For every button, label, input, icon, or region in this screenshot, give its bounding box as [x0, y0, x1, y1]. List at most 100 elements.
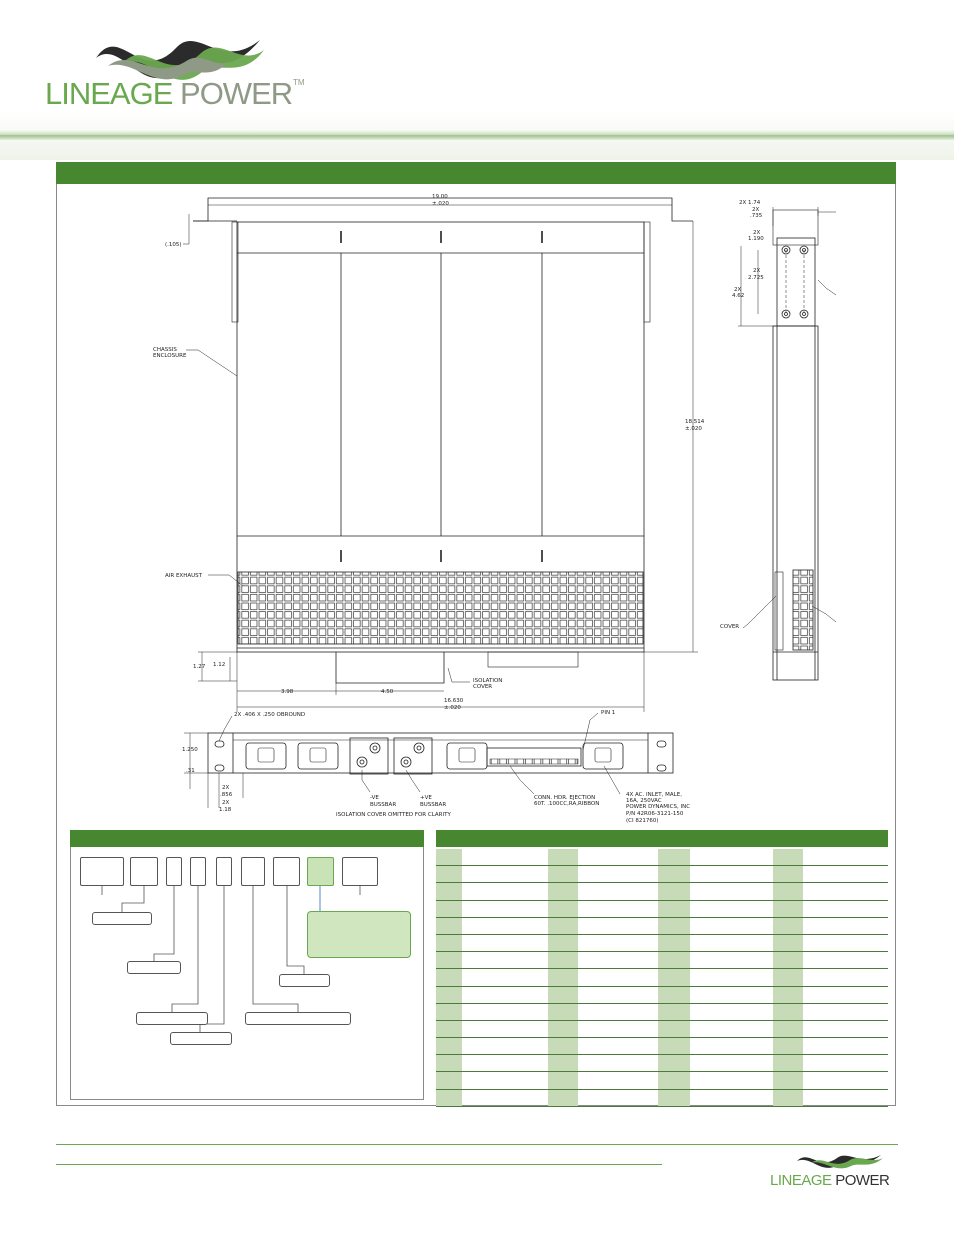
pin-function-cell [690, 849, 773, 867]
pin-number-cell [658, 1020, 690, 1039]
brand-trademark: TM [293, 78, 305, 87]
pn-callout [307, 911, 411, 958]
label-chassis: CHASSIS [153, 347, 177, 353]
pin-number-cell [773, 951, 803, 970]
pin-function-cell [690, 1003, 773, 1021]
pin-function-cell [803, 968, 888, 987]
pin-function-cell [690, 882, 773, 901]
pn-field-7 [273, 857, 300, 886]
pin-function-cell [462, 1003, 548, 1021]
pin-number-cell [773, 917, 803, 935]
pin-function-cell [803, 917, 888, 935]
pin-function-cell [690, 934, 773, 953]
dim-side-1190: 1.190 [748, 236, 764, 242]
pin-number-cell [773, 968, 803, 987]
obround-hole-top [214, 740, 225, 748]
dim-overall-width-tol: ±.020 [432, 201, 449, 207]
dim-2x-118: 2X [222, 800, 229, 806]
pin-function-cell [803, 865, 888, 884]
pin-function-cell [462, 900, 548, 918]
pin-number-cell [773, 1020, 803, 1039]
pin-function-cell [578, 1037, 658, 1056]
obround-hole-bottom [214, 764, 225, 772]
header-rule [0, 130, 954, 140]
label-isolation-omitted: ISOLATION COVER OMITTED FOR CLARITY [336, 812, 451, 818]
footer-brand-part2: POWER [835, 1172, 890, 1189]
pin-function-cell [462, 1037, 548, 1056]
pin-function-cell [690, 1020, 773, 1039]
pin-table-title-bar [436, 830, 888, 847]
footer-brand-part1: LINEAGE [770, 1172, 832, 1189]
table-row [436, 986, 888, 1004]
pin-number-cell [773, 1089, 803, 1107]
pin-function-cell [690, 865, 773, 884]
label-ac-inlet: 4X AC. INLET, MALE, [626, 792, 682, 798]
pin-function-cell [462, 917, 548, 935]
left-ear-flange [231, 221, 239, 323]
dim-side-2x-a: 2X [752, 207, 759, 213]
dim-2x-856: 2X [222, 785, 229, 791]
dim-side-2x-b: 2X [753, 230, 760, 236]
pn-field-2 [130, 857, 158, 886]
pin-table-grid [436, 849, 888, 1107]
pin-number-cell [773, 1054, 803, 1073]
pin-number-cell [436, 900, 462, 918]
pin-number-cell [548, 1089, 578, 1107]
dim-856: .856 [220, 792, 233, 798]
label-pos-bussbar: BUSSBAR [420, 802, 446, 808]
pin-function-cell [578, 1003, 658, 1021]
pin-function-cell [462, 934, 548, 953]
front-panel-outline [207, 732, 674, 774]
ribbon-connector [486, 747, 582, 767]
brand-name: LINEAGE POWER [45, 76, 293, 112]
side-view-grille [792, 569, 814, 651]
pin-number-cell [436, 1054, 462, 1073]
pin-function-cell [803, 1071, 888, 1090]
pin-function-cell [462, 986, 548, 1004]
pin-function-cell [578, 849, 658, 867]
pin-number-cell [548, 882, 578, 901]
pin-number-cell [548, 986, 578, 1004]
label-obround: 2X .406 X .250 OBROUND [234, 712, 305, 718]
pin-number-cell [773, 865, 803, 884]
pin-number-cell [658, 1003, 690, 1021]
chassis-enclosure [236, 221, 645, 653]
pin-function-cell [578, 986, 658, 1004]
label-ac-rating: 16A, 250VAC [626, 798, 662, 804]
pin-function-cell [690, 1071, 773, 1090]
pin-number-cell [436, 986, 462, 1004]
pin-function-cell [462, 882, 548, 901]
pin-number-cell [548, 1071, 578, 1090]
pin-function-cell [690, 1089, 773, 1107]
pin-number-cell [658, 1089, 690, 1107]
table-row [436, 968, 888, 987]
table-row [436, 900, 888, 918]
table-row [436, 849, 888, 867]
pin-assignment-table [436, 830, 888, 1107]
dim-side-462: 4.62 [732, 293, 744, 299]
pin-number-cell [658, 951, 690, 970]
pin-function-cell [690, 951, 773, 970]
air-exhaust-grille [237, 571, 644, 645]
dim-1-250: 1.250 [182, 747, 198, 753]
dim-3-98: 3.98 [281, 689, 294, 695]
table-row [436, 1037, 888, 1056]
table-row [436, 951, 888, 970]
label-enclosure: ENCLOSURE [153, 353, 187, 359]
pin-function-cell [578, 917, 658, 935]
pin-number-cell [773, 900, 803, 918]
dim-body-width-tol: ±.020 [444, 705, 461, 711]
pn-label-6 [279, 974, 330, 987]
pin-number-cell [436, 1037, 462, 1056]
pin-function-cell [578, 865, 658, 884]
pin-function-cell [803, 934, 888, 953]
dim-side-2x-d: 2X [734, 287, 741, 293]
label-neg: -VE [370, 795, 379, 801]
pin-number-cell [436, 934, 462, 953]
pin-function-cell [578, 1054, 658, 1073]
pn-label-5 [245, 1012, 351, 1025]
part-number-title-bar [70, 830, 424, 847]
pin-number-cell [658, 986, 690, 1004]
neg-bussbar [349, 737, 389, 775]
pn-label-2 [127, 961, 181, 974]
